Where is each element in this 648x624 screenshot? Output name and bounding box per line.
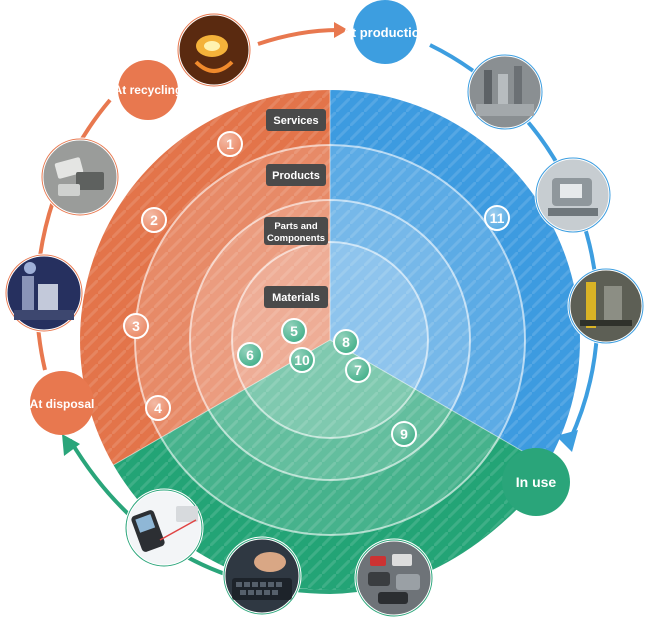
svg-text:Components: Components <box>267 233 325 244</box>
svg-text:At recycling: At recycling <box>114 83 183 97</box>
arrowhead-production <box>334 22 348 38</box>
number-label: 9 <box>400 426 408 442</box>
tag-materials: Materials <box>264 286 328 308</box>
mobile-phone-icon <box>124 488 204 568</box>
machinery-icon <box>534 156 612 234</box>
arc-recycling-left <box>34 98 112 371</box>
svg-text:Services: Services <box>273 115 318 127</box>
number-label: 10 <box>294 352 310 368</box>
number-label: 6 <box>246 347 254 363</box>
stage-production: At production <box>342 0 428 64</box>
molten-metal-icon <box>176 12 252 88</box>
number-label: 3 <box>132 318 140 334</box>
svg-text:Materials: Materials <box>272 292 320 304</box>
number-marker-8: 8 <box>333 329 359 355</box>
number-label: 4 <box>154 400 162 416</box>
number-markers: 1 2 3 4 5 6 78 9 10 11 <box>123 131 510 447</box>
number-marker-6: 6 <box>237 342 263 368</box>
arc-recycling-to-production <box>257 28 339 46</box>
number-marker-1: 1 <box>217 131 243 157</box>
number-label: 8 <box>342 334 350 350</box>
stage-disposal: At disposal <box>30 371 95 435</box>
keyboard-icon <box>222 536 302 616</box>
svg-text:At production: At production <box>342 25 427 40</box>
number-label: 11 <box>490 210 505 226</box>
stage-in-use: In use <box>502 448 570 516</box>
number-marker-11: 11 <box>484 205 510 231</box>
traffic-icon <box>354 538 434 618</box>
number-marker-2: 2 <box>141 207 167 233</box>
svg-text:Parts and: Parts and <box>274 221 317 232</box>
arrowhead-inuse <box>556 430 578 452</box>
stage-recycling: At recycling <box>114 60 183 120</box>
svg-text:In use: In use <box>516 474 557 490</box>
number-marker-3: 3 <box>123 313 149 339</box>
arrowhead-disposal <box>62 434 80 456</box>
tag-parts-components: Parts and Components <box>264 217 328 245</box>
tag-products: Products <box>266 164 326 186</box>
number-label: 7 <box>354 362 362 378</box>
number-label: 5 <box>290 323 298 339</box>
number-marker-7: 7 <box>345 357 371 383</box>
number-marker-4: 4 <box>145 395 171 421</box>
main-wheel <box>80 90 580 590</box>
number-marker-10: 10 <box>289 347 315 373</box>
number-marker-5: 5 <box>281 318 307 344</box>
tag-services: Services <box>266 109 326 131</box>
number-label: 2 <box>150 212 158 228</box>
svg-text:Products: Products <box>272 170 320 182</box>
assembly-line-icon <box>567 267 645 345</box>
number-marker-9: 9 <box>391 421 417 447</box>
incinerator-icon <box>4 253 84 333</box>
number-label: 1 <box>226 136 234 152</box>
electronic-waste-icon <box>40 137 120 217</box>
svg-text:At disposal: At disposal <box>30 397 95 411</box>
factory-icon <box>466 53 544 131</box>
